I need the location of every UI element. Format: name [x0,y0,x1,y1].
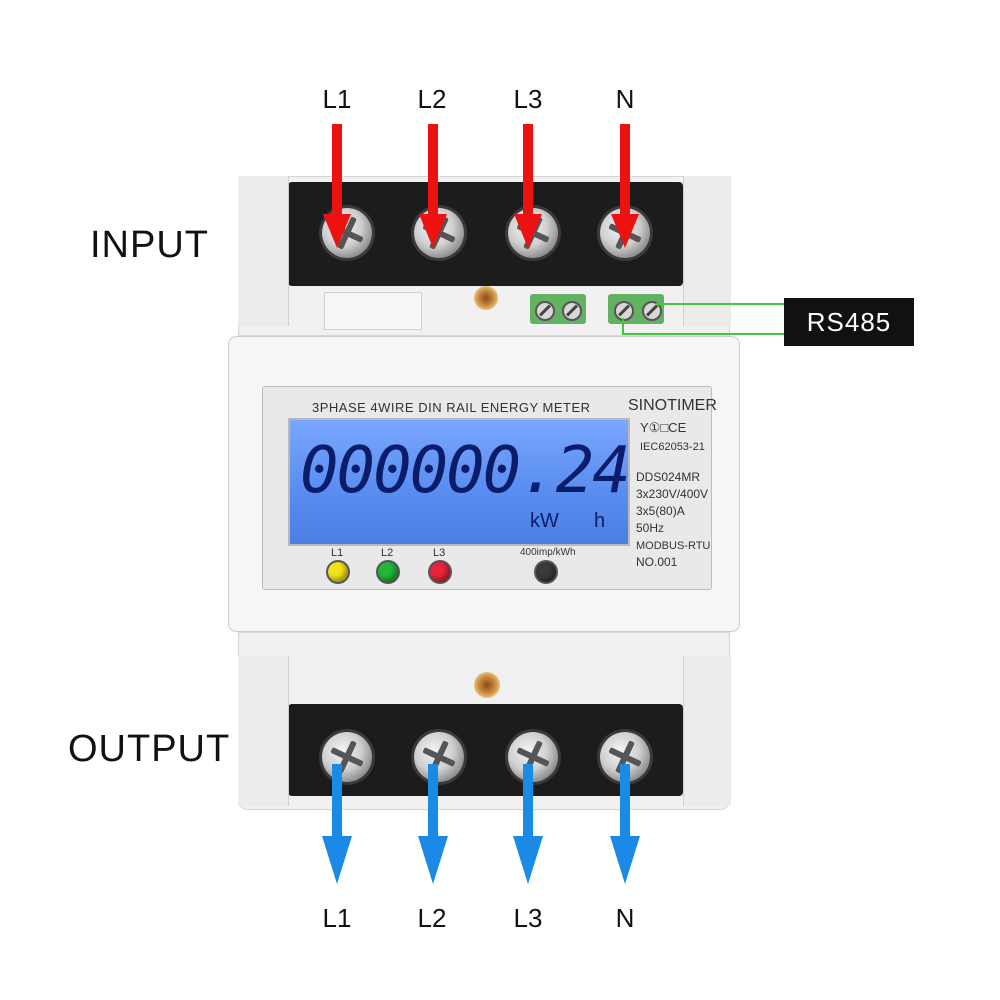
output-arrow-l1 [322,764,352,884]
mounting-screw-top [474,286,498,310]
input-arrow-l1 [323,124,351,248]
model-text: DDS024MR [636,470,701,484]
input-arrow-l2 [419,124,447,248]
bottom-left-rib [238,656,289,806]
rs485-screw-2 [562,301,582,321]
mounting-screw-bottom [474,672,500,698]
rs485-label-box: RS485 [784,298,914,346]
lcd-reading: 000000.24 [300,434,631,508]
input-label: INPUT [90,224,209,266]
input-terminal-label-l2: L2 [417,84,447,114]
rs485-connector-lines [622,303,784,335]
blank-label-plate [324,292,422,330]
top-left-rib [238,176,289,326]
output-terminal-label-l2: L2 [417,903,447,933]
led-l3-indicator [430,562,450,582]
input-arrow-l3 [514,124,542,248]
output-screw-l1 [322,732,372,782]
output-arrow-n [610,764,640,884]
rs485-screw-1 [535,301,555,321]
output-terminal-label-n: N [615,903,635,933]
led-label-l1: L1 [331,547,344,559]
current-text: 3x5(80)A [636,504,685,518]
output-terminal-label-l1: L1 [322,903,352,933]
output-label: OUTPUT [68,728,231,770]
input-terminal-label-l3: L3 [513,84,543,114]
input-terminal-label-n: N [615,84,635,114]
input-terminal-label-l1: L1 [322,84,352,114]
input-arrows [323,124,639,248]
lcd-display: 000000.24 kW h [288,418,631,546]
led-label-l2: L2 [381,547,394,559]
lcd-unit-kw: kW [530,510,559,532]
meter-title: 3PHASE 4WIRE DIN RAIL ENERGY METER [312,400,591,415]
serial-number: NO.001 [636,555,678,569]
led-label-l3: L3 [433,547,446,559]
voltage-text: 3x230V/400V [636,487,709,501]
pulse-label: 400imp/kWh [520,547,576,558]
rs485-screw-4 [642,301,662,321]
certification-marks: Y①□CE [640,420,687,435]
output-terminal-label-l3: L3 [513,903,543,933]
output-arrows [322,764,640,884]
protocol-text: MODBUS-RTU [636,540,711,552]
top-right-rib [683,176,731,326]
frequency-text: 50Hz [636,521,665,535]
brand-name: SINOTIMER [628,397,717,414]
input-arrow-n [611,124,639,248]
standard-text: IEC62053-21 [640,441,705,453]
output-screw-l2 [414,732,464,782]
output-arrow-l3 [513,764,543,884]
output-arrow-l2 [418,764,448,884]
led-l2-indicator [378,562,398,582]
bottom-right-rib [683,656,731,806]
lcd-unit-h: h [594,510,606,532]
rs485-label: RS485 [806,306,892,337]
pulse-led-indicator [536,562,556,582]
led-l1-indicator [328,562,348,582]
